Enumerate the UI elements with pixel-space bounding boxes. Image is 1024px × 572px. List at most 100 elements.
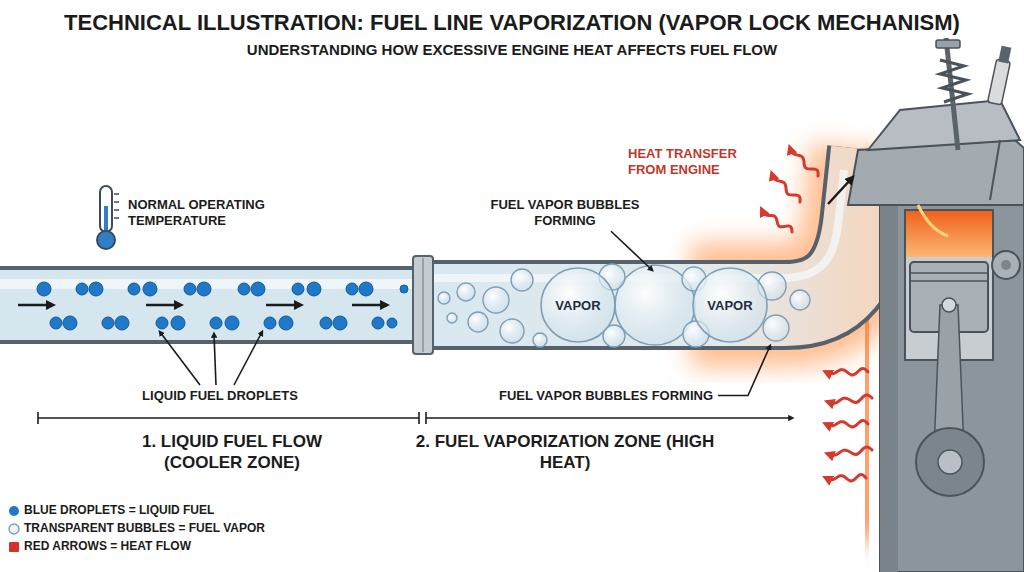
heat-arrows-part [826, 475, 866, 481]
engine-part [906, 211, 992, 257]
thermometer-part [114, 193, 119, 195]
engine-part [946, 38, 958, 150]
liquid-fuel-droplets-part [156, 317, 168, 329]
heat-arrows-part [828, 395, 872, 403]
legend-swatch [9, 506, 19, 516]
pipe-fitting-part [422, 258, 424, 352]
vapor-bubble: VAPOR [540, 267, 616, 343]
vapor-bubbles-part [468, 312, 488, 332]
legend-text: RED ARROWS = HEAT FLOW [24, 539, 191, 553]
thermometer-part [114, 201, 119, 203]
engine-part [992, 251, 1020, 279]
flow-into-engine-arrow-part [828, 178, 852, 204]
liquid-fuel-droplets-part [238, 283, 250, 295]
engine-part [988, 59, 1011, 105]
title-block: TECHNICAL ILLUSTRATION: FUEL LINE VAPORI… [12, 9, 1012, 37]
zone-label-block: 1. LIQUID FUEL FLOW (COOLER ZONE) [112, 431, 352, 474]
liquid-fuel-droplets-part [225, 316, 239, 330]
engine-part [910, 272, 988, 274]
flow-arrows [18, 304, 386, 307]
droplet-callout: LIQUID FUEL DROPLETS [142, 388, 298, 403]
liquid-fuel-droplets-part [115, 316, 129, 330]
leader-arrows-part [214, 334, 216, 385]
vapor-bubbles-part [790, 290, 810, 310]
vapor-label: VAPOR [555, 298, 600, 313]
leader-arrows-part [718, 346, 770, 396]
legend-text: BLUE DROPLETS = LIQUID FUEL [24, 503, 214, 517]
vapor-bubbles-part [763, 315, 789, 341]
engine-part [998, 46, 1011, 64]
legend-text: TRANSPARENT BUBBLES = FUEL VAPOR [24, 521, 265, 535]
vapor-bubble: VAPOR [692, 267, 768, 343]
liquid-fuel-droplets-part [76, 283, 88, 295]
engine [848, 38, 1024, 572]
liquid-fuel-droplets-part [128, 283, 140, 295]
fuel-pipe-part [0, 266, 424, 344]
engine-part [940, 60, 968, 102]
liquid-fuel-droplets-part [320, 317, 332, 329]
liquid-fuel-droplets-part [210, 317, 222, 329]
leader-arrows [160, 231, 770, 395]
heat-arrows-part [790, 148, 818, 176]
liquid-fuel-droplets-part [197, 282, 211, 296]
thermometer-part [114, 217, 119, 219]
vapor-bubbles-part [447, 313, 457, 323]
liquid-fuel-droplets-part [359, 282, 373, 296]
liquid-fuel-droplets-part [251, 282, 265, 296]
droplet-callout-block: LIQUID FUEL DROPLETS [90, 388, 350, 404]
fuel-pipe-part [430, 170, 844, 278]
bubble-outline [693, 268, 767, 342]
vapor-label: VAPOR [707, 298, 752, 313]
leader-arrows-part [234, 332, 262, 385]
engine-part [880, 205, 1024, 572]
liquid-fuel-droplets-part [346, 283, 358, 295]
vapor-bubbles-part [457, 283, 475, 301]
engine-part [990, 140, 1000, 200]
heat-arrows [762, 148, 872, 481]
zone-brackets [38, 412, 792, 424]
liquid-fuel-droplets-part [372, 317, 384, 329]
vapor-callout: FUEL VAPOR BUBBLES FORMING [490, 197, 639, 228]
zone-brackets-part [418, 412, 420, 424]
liquid-fuel-droplets-part [279, 316, 293, 330]
vapor-bubbles-part [511, 269, 533, 291]
liquid-fuel-droplets-part [400, 285, 408, 293]
leader-arrows-part [611, 231, 652, 270]
legend-row: RED ARROWS = HEAT FLOW [24, 539, 344, 554]
liquid-fuel-droplets-part [171, 316, 185, 330]
vapor-bubbles-part [500, 319, 524, 343]
zone-brackets-part [37, 412, 39, 424]
heat-arrows-part [828, 447, 872, 455]
engine-part [1001, 260, 1011, 270]
vapor-bubbles [438, 264, 810, 347]
liquid-fuel-droplets-part [387, 318, 397, 328]
flow-arrows-part [352, 304, 386, 307]
vapor-bubbles-part [483, 287, 509, 313]
temperature-note: NORMAL OPERATING TEMPERATURE [128, 197, 265, 228]
liquid-fuel-droplets-part [50, 317, 62, 329]
temperature-note-block: NORMAL OPERATING TEMPERATURE [128, 197, 278, 230]
subtitle-block: UNDERSTANDING HOW EXCESSIVE ENGINE HEAT … [62, 41, 962, 60]
heat-arrows-part [826, 421, 868, 427]
engine-part [938, 450, 962, 474]
liquid-fuel-droplets-part [63, 316, 77, 330]
pipe-fitting-part [413, 256, 433, 354]
zone-brackets-part [38, 417, 419, 419]
vapor-bubbles-part [533, 333, 547, 347]
legend-swatch [9, 542, 19, 552]
liquid-fuel-droplets-part [307, 282, 321, 296]
liquid-fuel-droplets-part [333, 316, 347, 330]
subtitle: UNDERSTANDING HOW EXCESSIVE ENGINE HEAT … [247, 41, 777, 58]
flow-into-engine-arrow [828, 178, 852, 204]
engine-part [910, 280, 988, 282]
liquid-fuel-droplets-part [143, 282, 157, 296]
engine-part [868, 100, 1020, 150]
zone-label-block: 2. FUEL VAPORIZATION ZONE (HIGH HEAT) [409, 431, 721, 474]
engine-part [936, 40, 960, 48]
legend-row: BLUE DROPLETS = LIQUID FUEL [24, 503, 344, 518]
heat-transfer-note: HEAT TRANSFER FROM ENGINE [628, 146, 737, 177]
thermometer [97, 186, 119, 249]
flow-arrows-part [266, 304, 300, 307]
